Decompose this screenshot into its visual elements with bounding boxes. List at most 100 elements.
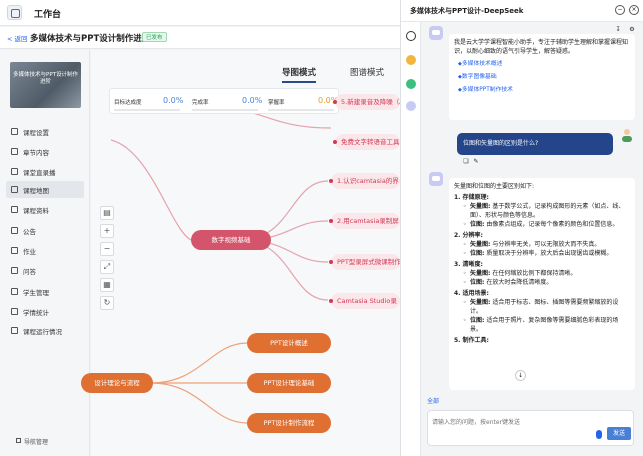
answer-intro: 矢量图和位图的主要区别如下: [454, 183, 535, 190]
edit-icon[interactable]: ✎ [473, 158, 479, 165]
sidebar-item-announcement[interactable]: 公告 [6, 222, 84, 239]
zoom-in-icon[interactable]: + [100, 224, 114, 238]
answer-item: 1. 存储原理: 矢量图: 基于数学公式，记录构成图形的元素（如点、线、面）、形… [454, 193, 630, 229]
minimize-icon[interactable]: − [615, 5, 625, 15]
suggestion-link[interactable]: 多媒体PPT制作技术 [458, 86, 630, 95]
cover-text: 多媒体技术与PPT设计制作进阶 [13, 72, 78, 85]
map-node-leaf[interactable]: 2.用camtasia录制屏 [329, 213, 400, 229]
chat-rail [401, 22, 421, 456]
map-node-leaf-orange[interactable]: PPT设计概述 [247, 333, 331, 353]
close-icon[interactable]: × [629, 5, 639, 15]
answer-term: 矢量图: [470, 241, 491, 248]
chart-icon[interactable]: ▤ [100, 206, 114, 220]
run-status-icon [11, 327, 18, 334]
suggestion-link[interactable]: 多媒体技术概述 [458, 60, 630, 69]
sidebar-item-label: 课程设置 [23, 129, 49, 137]
answer-term: 位图: [470, 250, 485, 257]
sidebar-item-run-status[interactable]: 课程运行情况 [6, 322, 84, 339]
agent-avatar-icon[interactable] [406, 55, 416, 65]
tab-graph[interactable]: 图谱模式 [350, 68, 385, 78]
sidebar-item-stats[interactable]: 学情统计 [6, 303, 84, 320]
sidebar-item-label: 问答 [23, 268, 36, 276]
map-node-leaf[interactable]: 1.认识camtasia的界 [329, 173, 400, 189]
sidebar-item-course-map[interactable]: 课程地图 [6, 181, 84, 198]
stat-value-mastery: 0.0% [318, 96, 339, 105]
course-map-canvas[interactable]: 导图模式 图谱模式 目标达成度 0.0% 完成率 0.0% 掌握率 0.0% 5… [81, 50, 404, 456]
sidebar-item-course-settings[interactable]: 课程设置 [6, 123, 84, 140]
answer-item: 5. 制作工具: [454, 336, 630, 345]
answer-term: 位图: [470, 221, 485, 228]
map-node-ppt-theory[interactable]: 设计理论与流程 [81, 373, 153, 393]
answer-sub: 矢量图: 与分辨率无关，可以无限放大而不失真。 [463, 240, 630, 249]
map-node-leaf[interactable]: 5.新建录音及降噪（A [333, 94, 404, 110]
answer-text: 质量取决于分辨率，放大后会出现锯齿或模糊。 [486, 250, 613, 257]
sidebar-item-qa[interactable]: 问答 [6, 262, 84, 279]
agent-avatar-icon[interactable] [406, 79, 416, 89]
stat-label-completion: 完成率 [192, 100, 209, 106]
reset-icon[interactable]: ↻ [100, 296, 114, 310]
chat-input[interactable] [432, 415, 592, 429]
sidebar-item-chapters[interactable]: 章节内容 [6, 143, 84, 160]
sidebar-item-materials[interactable]: 课程资料 [6, 201, 84, 218]
answer-bubble: 矢量图和位图的主要区别如下: 1. 存储原理: 矢量图: 基于数学公式，记录构成… [449, 178, 635, 390]
map-node-digital-video[interactable]: 数字视频基础 [191, 230, 271, 250]
send-button[interactable]: 发送 [607, 427, 631, 440]
map-node-leaf-orange[interactable]: PPT设计理论基础 [247, 373, 331, 393]
sidebar: 多媒体技术与PPT设计制作进阶 课程设置 章节内容 课堂直录播 课程地图 课程资… [0, 50, 90, 456]
answer-sub: 位图: 由像素点组成，记录每个像素的颜色和位置信息。 [463, 220, 630, 229]
stats-card: 目标达成度 0.0% 完成率 0.0% 掌握率 0.0% [109, 88, 339, 114]
chat-composer: 发送 [427, 410, 634, 446]
stat-value-completion: 0.0% [242, 96, 263, 105]
tab-mindmap[interactable]: 导图模式 [282, 66, 317, 83]
answer-heading: 4. 适用场景: [454, 290, 489, 297]
stat-bar-mastery [268, 109, 334, 111]
layout-icon[interactable]: ▦ [100, 278, 114, 292]
answer-heading: 1. 存储原理: [454, 194, 489, 201]
user-message: 位图和矢量图的区别是什么? [457, 133, 613, 155]
map-node-leaf[interactable]: 免费文字转语音工具 [333, 134, 400, 150]
map-node-leaf-orange[interactable]: PPT设计制作流程 [247, 413, 331, 433]
answer-heading: 3. 清晰度: [454, 261, 483, 268]
answer-text: 在放大时会降低清晰度。 [486, 279, 553, 286]
answer-heading: 5. 制作工具: [454, 337, 489, 344]
tab-all[interactable]: 全部 [427, 396, 439, 405]
agent-avatar-icon[interactable] [406, 101, 416, 111]
answer-text: 基于数学公式，记录构成图形的元素（如点、线、面）、形状与颜色等信息。 [470, 203, 625, 219]
sidebar-item-label: 课程运行情况 [23, 328, 62, 336]
greeting-bubble: 我是云大学学课程智能小助手，专注于辅助学生理解和掌握课程知识，以耐心细致的语气引… [449, 34, 635, 120]
sidebar-item-label: 课程资料 [23, 207, 49, 215]
sidebar-item-homework[interactable]: 作业 [6, 242, 84, 259]
microphone-icon[interactable] [596, 430, 602, 439]
back-button[interactable]: < 返回 [7, 35, 28, 43]
answer-text: 适合用于标志、图标、插图等需要频繁缩放的设计。 [470, 299, 619, 315]
copy-icon[interactable]: ❏ [463, 158, 469, 165]
answer-sub: 位图: 适合用于照片、复杂图像等需要细腻色彩表现的场景。 [463, 316, 630, 334]
answer-list: 1. 存储原理: 矢量图: 基于数学公式，记录构成图形的元素（如点、线、面）、形… [454, 193, 630, 345]
history-icon[interactable] [406, 31, 416, 41]
sidebar-item-label: 公告 [23, 228, 36, 236]
download-icon[interactable]: ↧ [615, 26, 621, 33]
map-node-leaf[interactable]: Camtasia Studio录 [329, 293, 400, 309]
announcement-icon [11, 227, 18, 234]
bot-avatar [429, 26, 443, 40]
map-node-leaf[interactable]: PPT型录屏式微课制作 [329, 254, 401, 270]
sidebar-item-students[interactable]: 学生管理 [6, 283, 84, 300]
app-logo [7, 5, 22, 20]
course-cover-image: 多媒体技术与PPT设计制作进阶 [10, 62, 81, 108]
zoom-out-icon[interactable]: − [100, 242, 114, 256]
scroll-down-icon[interactable]: ↓ [515, 370, 526, 381]
suggestion-link[interactable]: 数字图像基础 [458, 73, 630, 82]
status-badge: 已发布 [142, 32, 167, 42]
sidebar-item-live[interactable]: 课堂直录播 [6, 163, 84, 180]
nav-manage-button[interactable]: 导航管理 [16, 437, 48, 446]
settings-icon[interactable]: ⚙ [629, 26, 635, 33]
user-avatar-icon [622, 129, 632, 142]
answer-term: 位图: [470, 279, 485, 286]
map-icon [11, 186, 18, 193]
fit-screen-icon[interactable]: ⤢ [100, 260, 114, 274]
stat-value-target: 0.0% [163, 96, 184, 105]
answer-item: 2. 分辨率: 矢量图: 与分辨率无关，可以无限放大而不失真。 位图: 质量取决… [454, 231, 630, 258]
stat-label-mastery: 掌握率 [268, 100, 285, 106]
answer-text: 由像素点组成，记录每个像素的颜色和位置信息。 [486, 221, 619, 228]
answer-sub: 矢量图: 基于数学公式，记录构成图形的元素（如点、线、面）、形状与颜色等信息。 [463, 202, 630, 220]
